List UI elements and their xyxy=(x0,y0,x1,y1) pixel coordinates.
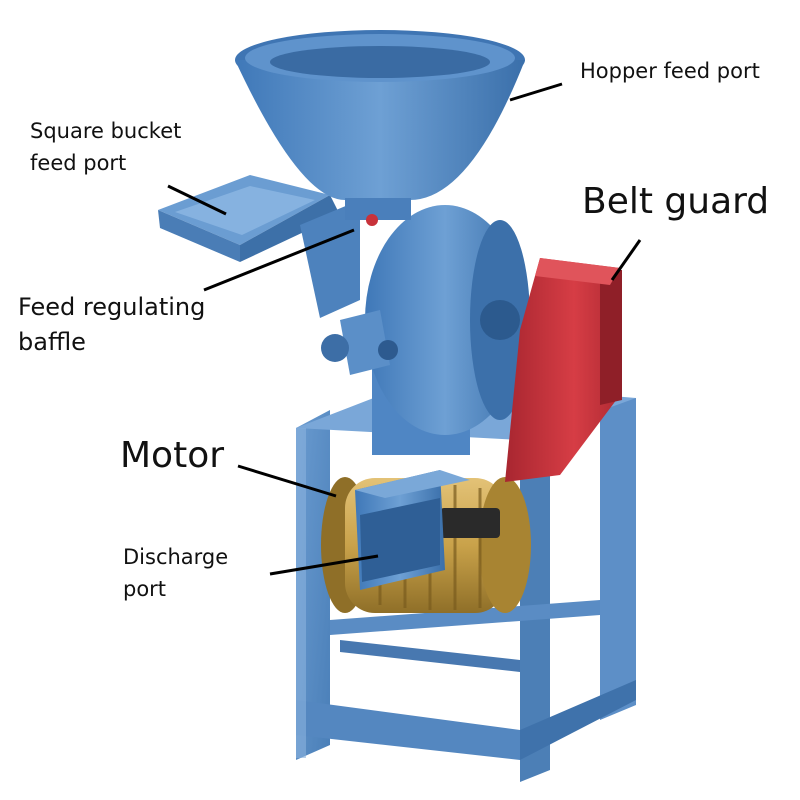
belt-guard xyxy=(505,258,622,482)
label-feed-regulating-baffle: Feed regulating baffle xyxy=(18,290,205,360)
label-motor: Motor xyxy=(120,435,225,476)
discharge-chute xyxy=(355,470,470,590)
square-bucket xyxy=(158,175,360,318)
hopper xyxy=(235,30,525,226)
label-discharge-port: Discharge port xyxy=(123,542,228,605)
label-discharge-line1: Discharge xyxy=(123,545,229,569)
leader-line-square-bucket xyxy=(167,184,227,216)
label-baffle-line2: baffle xyxy=(18,327,86,356)
label-hopper-feed-port: Hopper feed port xyxy=(580,59,760,83)
grinder-housing xyxy=(321,205,530,455)
leader-line-belt-guard xyxy=(610,239,642,281)
leader-line-hopper xyxy=(509,82,563,102)
label-square-bucket-feed-port: Square bucket feed port xyxy=(30,116,181,179)
label-square-bucket-line2: feed port xyxy=(30,150,127,175)
leader-line-baffle xyxy=(203,228,355,292)
label-baffle-line1: Feed regulating xyxy=(18,293,206,321)
leader-line-motor xyxy=(237,464,337,498)
label-discharge-line2: port xyxy=(123,576,167,601)
leader-lines xyxy=(167,82,642,576)
label-square-bucket-line1: Square bucket xyxy=(30,119,182,143)
label-belt-guard: Belt guard xyxy=(582,181,770,222)
leader-line-discharge xyxy=(269,554,379,576)
